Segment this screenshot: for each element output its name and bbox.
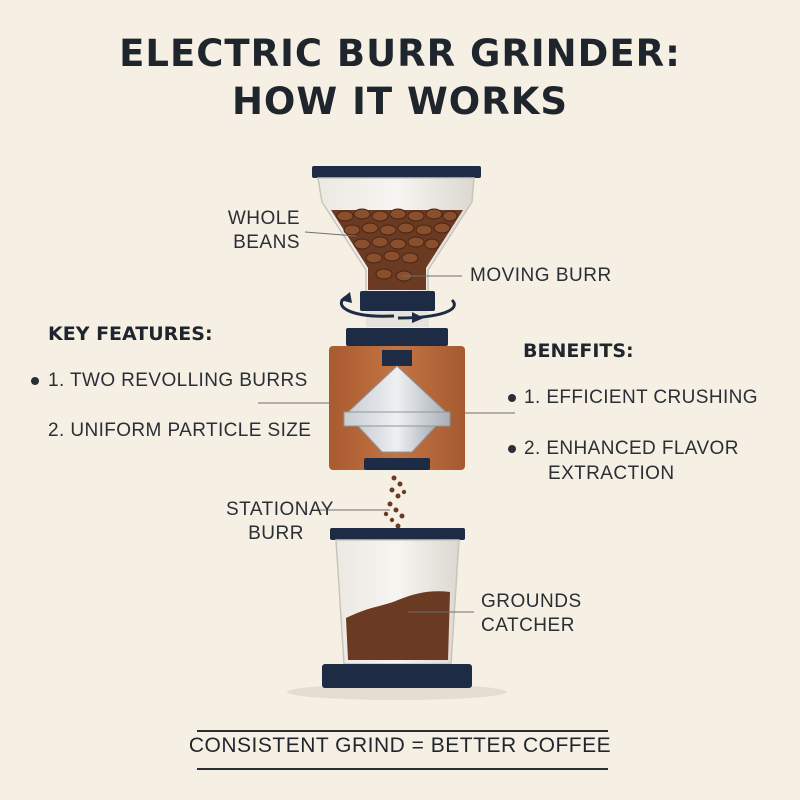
key-feature-item-2: 2. UNIFORM PARTICLE SIZE (48, 420, 312, 441)
leader-lines (258, 231, 515, 613)
rotation-arrowhead-right (412, 312, 424, 323)
rotation-arrowhead-left (340, 292, 352, 303)
key-feature-bullet (31, 377, 39, 385)
label-grounds-catcher: GROUNDS CATCHER (481, 591, 582, 636)
footer-tagline: CONSISTENT GRIND = BETTER COFFEE (188, 734, 612, 757)
catcher-rim (330, 528, 465, 540)
grounds-fill (346, 591, 450, 660)
burr-lower-cone (356, 425, 438, 453)
label-stationary-burr: STATIONAY BURR (226, 499, 334, 544)
page-title: ELECTRIC BURR GRINDER: HOW IT WORKS (0, 30, 800, 126)
benefit-bullet-1 (508, 394, 516, 402)
bean-pattern (336, 208, 458, 282)
key-feature-item-1: 1. TWO REVOLLING BURRS (48, 370, 308, 391)
burr-shaft (382, 350, 412, 366)
footer-top-rule (197, 730, 608, 732)
benefit-item-2-continued: EXTRACTION (548, 463, 675, 484)
benefit-item-1: 1. EFFICIENT CRUSHING (524, 387, 758, 408)
grinder-base (322, 664, 472, 688)
housing-top-cap (346, 328, 448, 346)
moving-burr-collar (360, 291, 435, 311)
benefit-bullet-2 (508, 445, 516, 453)
burr-ring (343, 411, 451, 427)
rotation-arrow-right (397, 298, 456, 320)
key-features-heading: KEY FEATURES: (48, 323, 213, 345)
label-whole-beans: WHOLE BEANS (227, 208, 300, 253)
title-line-2: HOW IT WORKS (231, 80, 569, 123)
benefits-heading: BENEFITS: (523, 340, 634, 362)
hopper-lid (312, 166, 481, 178)
benefit-item-2: 2. ENHANCED FLAVOR (524, 438, 739, 459)
title-line-1: ELECTRIC BURR GRINDER: (119, 32, 681, 75)
label-moving-burr: MOVING BURR (470, 265, 612, 286)
stationary-burr (364, 458, 430, 470)
footer-bottom-rule (197, 768, 608, 770)
